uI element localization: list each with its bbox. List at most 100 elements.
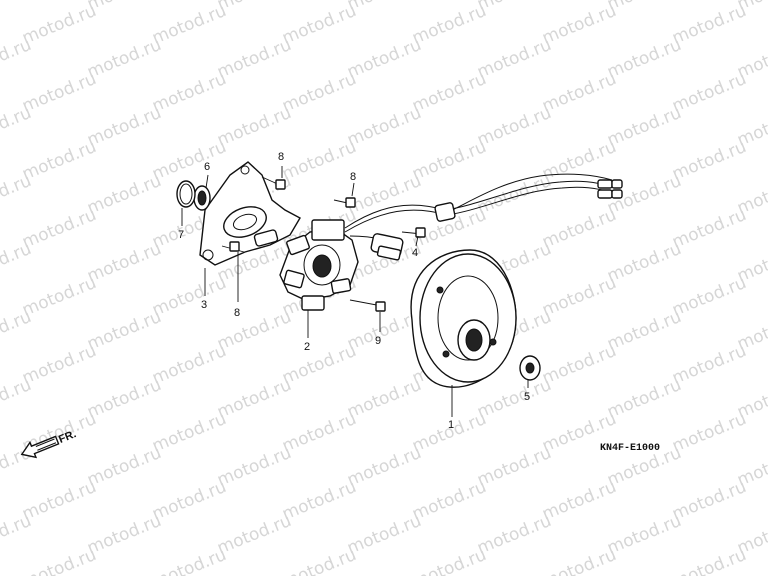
watermark-text: motod.ru — [409, 69, 489, 117]
watermark-text: motod.ru — [0, 35, 34, 83]
watermark-text: motod.ru — [149, 1, 229, 49]
watermark-text: motod.ru — [474, 171, 554, 219]
watermark-text: motod.ru — [474, 443, 554, 491]
watermark-text: motod.ru — [0, 171, 34, 219]
watermark-text: motod.ru — [669, 477, 749, 525]
watermark-text: motod.ru — [19, 477, 99, 525]
watermark-text: motod.ru — [214, 35, 294, 83]
watermark-text: motod.ru — [0, 375, 34, 423]
watermark-text: motod.ru — [19, 273, 99, 321]
o-ring — [176, 180, 196, 208]
stator-base-plate — [199, 161, 301, 266]
watermark-text: motod.ru — [669, 409, 749, 457]
watermark-text: motod.ru — [149, 69, 229, 117]
callout-oring-7: 7 — [178, 229, 184, 241]
connector-plugs — [597, 179, 623, 199]
watermark-text: motod.ru — [279, 341, 359, 389]
leader-lines — [181, 166, 529, 417]
watermark-text: motod.ru — [0, 239, 34, 287]
watermark-text: motod.ru — [539, 545, 619, 576]
watermark-text: motod.ru — [279, 1, 359, 49]
watermark-text: motod.ru — [19, 137, 99, 185]
callout-bolt-8-mid: 8 — [350, 171, 356, 183]
watermark-text: motod.ru — [149, 545, 229, 576]
flywheel — [410, 249, 517, 388]
watermark-text: motod.ru — [604, 35, 684, 83]
watermark-text: motod.ru — [474, 375, 554, 423]
watermark-text: motod.ru — [149, 273, 229, 321]
watermark-text: motod.ru — [409, 545, 489, 576]
callout-screw-9: 9 — [375, 335, 381, 347]
watermark-text: motod.ru — [409, 477, 489, 525]
watermark-text: motod.ru — [409, 1, 489, 49]
callout-nut-5: 5 — [524, 391, 530, 403]
bolt-upper — [261, 176, 286, 190]
watermark-text: motod.ru — [604, 103, 684, 151]
watermark-text: motod.ru — [539, 477, 619, 525]
watermark-text: motod.ru — [279, 477, 359, 525]
watermark-text: motod.ru — [149, 137, 229, 185]
watermark-text: motod.ru — [669, 341, 749, 389]
watermark-text: motod.ru — [344, 511, 424, 559]
watermark-text: motod.ru — [539, 1, 619, 49]
watermark-text: motod.ru — [279, 409, 359, 457]
callout-stator: 2 — [304, 341, 310, 353]
watermark-text: motod.ru — [84, 239, 164, 287]
watermark-text: motod.ru — [84, 35, 164, 83]
watermark-text: motod.ru — [409, 137, 489, 185]
watermark-text: motod.ru — [0, 103, 34, 151]
diagram-code: KN4F-E1000 — [600, 443, 660, 454]
watermark-text: motod.ru — [669, 545, 749, 576]
watermark-text: motod.ru — [344, 375, 424, 423]
watermark-text: motod.ru — [149, 477, 229, 525]
screw-stator — [349, 299, 386, 312]
watermark-text: motod.ru — [279, 545, 359, 576]
watermark-text: motod.ru — [84, 443, 164, 491]
callout-seal-6: 6 — [204, 161, 210, 173]
bolt-lower — [221, 241, 245, 253]
watermark-text: motod.ru — [409, 409, 489, 457]
watermark-text: motod.ru — [474, 511, 554, 559]
callout-base: 3 — [201, 299, 207, 311]
watermark-text: motod.ru — [84, 103, 164, 151]
watermark-text: motod.ru — [214, 511, 294, 559]
watermark-text: motod.ru — [84, 307, 164, 355]
watermark-text: motod.ru — [149, 341, 229, 389]
watermark-text: motod.ru — [669, 205, 749, 253]
watermark-text: motod.ru — [539, 69, 619, 117]
bolt-middle — [333, 197, 356, 208]
watermark-text: motod.ru — [19, 545, 99, 576]
watermark-text: motod.ru — [604, 375, 684, 423]
bolt-pulser — [401, 227, 426, 238]
callout-bolt-8-top: 8 — [278, 151, 284, 163]
watermark-text: motod.ru — [539, 205, 619, 253]
watermark-text: motod.ru — [19, 69, 99, 117]
watermark-text: motod.ru — [84, 375, 164, 423]
wiring-harness — [344, 173, 623, 261]
watermark-text: motod.ru — [604, 307, 684, 355]
watermark-text: motod.ru — [84, 171, 164, 219]
watermark-text: motod.ru — [669, 137, 749, 185]
watermark-text: motod.ru — [474, 35, 554, 83]
stator-assembly — [279, 219, 359, 311]
pulser-coil — [370, 233, 404, 261]
watermark-text: motod.ru — [19, 341, 99, 389]
harness-clamp — [434, 202, 456, 222]
watermark-text: motod.ru — [539, 137, 619, 185]
watermark-text: motod.ru — [0, 307, 34, 355]
callout-bolt-8-low: 8 — [234, 307, 240, 319]
watermark-text: motod.ru — [604, 239, 684, 287]
callout-flywheel: 1 — [448, 419, 454, 431]
watermark-text: motod.ru — [604, 511, 684, 559]
watermark-text: motod.ru — [19, 205, 99, 253]
watermark-text: motod.ru — [539, 341, 619, 389]
watermark-text: motod.ru — [539, 273, 619, 321]
watermark-text: motod.ru — [344, 171, 424, 219]
watermark-text: motod.ru — [214, 443, 294, 491]
flange-nut — [519, 355, 541, 381]
watermark-text: motod.ru — [149, 409, 229, 457]
oil-seal — [193, 185, 211, 211]
arrow-left-icon — [20, 435, 60, 459]
